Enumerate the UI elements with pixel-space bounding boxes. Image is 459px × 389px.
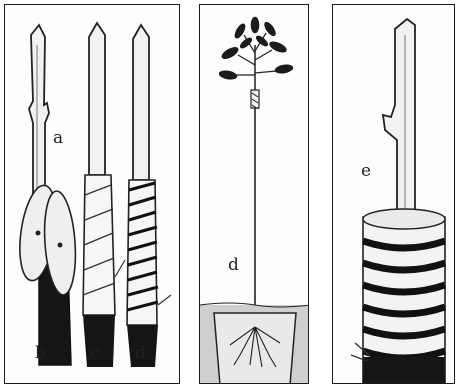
scion-d-drawing <box>115 25 171 367</box>
planted-sapling-panel: d <box>199 4 309 384</box>
label-b: b <box>35 345 46 362</box>
label-d-second: d <box>228 257 239 274</box>
coiled-band-panel: e <box>332 4 455 384</box>
grafting-stages-illustration <box>5 5 180 384</box>
label-d-first: d <box>135 345 146 362</box>
planting-pit <box>200 303 309 384</box>
coiled-band-illustration <box>333 5 455 384</box>
planted-sapling-illustration <box>200 5 309 384</box>
grafting-stages-panel: a b c d <box>4 4 180 384</box>
scion-c-drawing <box>83 23 115 367</box>
label-c: c <box>90 345 100 362</box>
scion-e-drawing <box>383 19 415 241</box>
label-a: a <box>53 130 63 147</box>
stock-b-drawing <box>14 183 78 365</box>
sapling-foliage <box>218 17 293 90</box>
coiled-stock <box>351 209 445 384</box>
label-e: e <box>361 163 371 180</box>
